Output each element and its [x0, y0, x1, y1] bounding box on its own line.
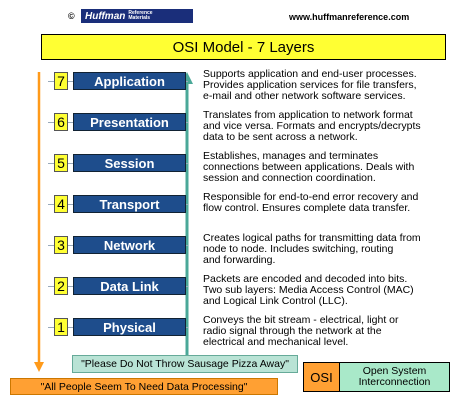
layer-number: 6: [54, 113, 68, 131]
layer-description-line: and forwarding.: [203, 254, 276, 266]
osi-full-line2: Interconnection: [358, 376, 431, 388]
logo-sub-line1: Reference: [128, 10, 153, 16]
layer-description-line: Responsible for end-to-end error recover…: [203, 191, 419, 203]
logo-sub-line2: Materials: [128, 15, 151, 21]
mnemonic-bottom-up: "Please Do Not Throw Sausage Pizza Away": [72, 355, 298, 373]
layer-description-line: e-mail and other network software servic…: [203, 90, 406, 102]
layer-number: 2: [54, 277, 68, 295]
layer-description: Creates logical paths for transmitting d…: [203, 233, 443, 266]
layer-number: 1: [54, 318, 68, 336]
website-url: www.huffmanreference.com: [289, 12, 410, 22]
layer-name: Data Link: [73, 277, 186, 295]
layer-name: Network: [73, 236, 186, 254]
layer-number: 4: [54, 195, 68, 213]
layer-description-line: Establishes, manages and terminates: [203, 150, 379, 162]
layer-description-line: Translates from application to network f…: [203, 109, 413, 121]
layer-name: Presentation: [73, 113, 186, 131]
page-title: OSI Model - 7 Layers: [41, 34, 446, 60]
layer-number: 5: [54, 154, 68, 172]
layer-number: 7: [54, 72, 68, 90]
layer-description-line: Conveys the bit stream - electrical, lig…: [203, 314, 399, 326]
layer-description-line: Packets are encoded and decoded into bit…: [203, 273, 408, 285]
logo-brand-name: Huffman: [85, 10, 126, 22]
layer-description-line: and vice versa. Formats and encrypts/dec…: [203, 120, 421, 132]
huffman-logo: Huffman Reference Materials: [81, 9, 193, 23]
layer-description-line: electrical and mechanical level.: [203, 336, 349, 348]
down-arrowhead: [34, 362, 44, 372]
layer-name: Physical: [73, 318, 186, 336]
copyright-symbol: ©: [68, 11, 75, 21]
layer-description-line: Two sub layers: Media Access Control (MA…: [203, 284, 414, 296]
layer-description: Conveys the bit stream - electrical, lig…: [203, 315, 443, 348]
logo-brand-sub: Reference Materials: [128, 11, 152, 21]
layer-description-line: connections between applications. Deals …: [203, 161, 415, 173]
layer-description-line: data to be sent across a network.: [203, 131, 358, 143]
osi-abbreviation: OSI: [303, 362, 340, 392]
layer-description-line: Creates logical paths for transmitting d…: [203, 232, 421, 244]
osi-full-name: Open System Interconnection: [340, 362, 450, 392]
layer-description-line: and Logical Link Control (LLC).: [203, 295, 348, 307]
layer-description-line: session and connection coordination.: [203, 172, 376, 184]
layer-description-line: Supports application and end-user proces…: [203, 68, 417, 80]
layer-description: Supports application and end-user proces…: [203, 69, 443, 102]
layer-number: 3: [54, 236, 68, 254]
layer-description: Translates from application to network f…: [203, 110, 443, 143]
osi-full-line1: Open System: [362, 365, 427, 377]
layer-name: Transport: [73, 195, 186, 213]
layer-description: Packets are encoded and decoded into bit…: [203, 274, 443, 307]
layer-description-line: flow control. Ensures complete data tran…: [203, 202, 411, 214]
mnemonic-top-down: "All People Seem To Need Data Processing…: [10, 378, 278, 395]
layer-description-line: node to node. Includes switching, routin…: [203, 243, 394, 255]
layer-name: Session: [73, 154, 186, 172]
layer-description: Responsible for end-to-end error recover…: [203, 192, 443, 214]
layer-description-line: Provides application services for file t…: [203, 79, 417, 91]
layer-description-line: radio signal through the network at the: [203, 325, 382, 337]
layer-name: Application: [73, 72, 186, 90]
